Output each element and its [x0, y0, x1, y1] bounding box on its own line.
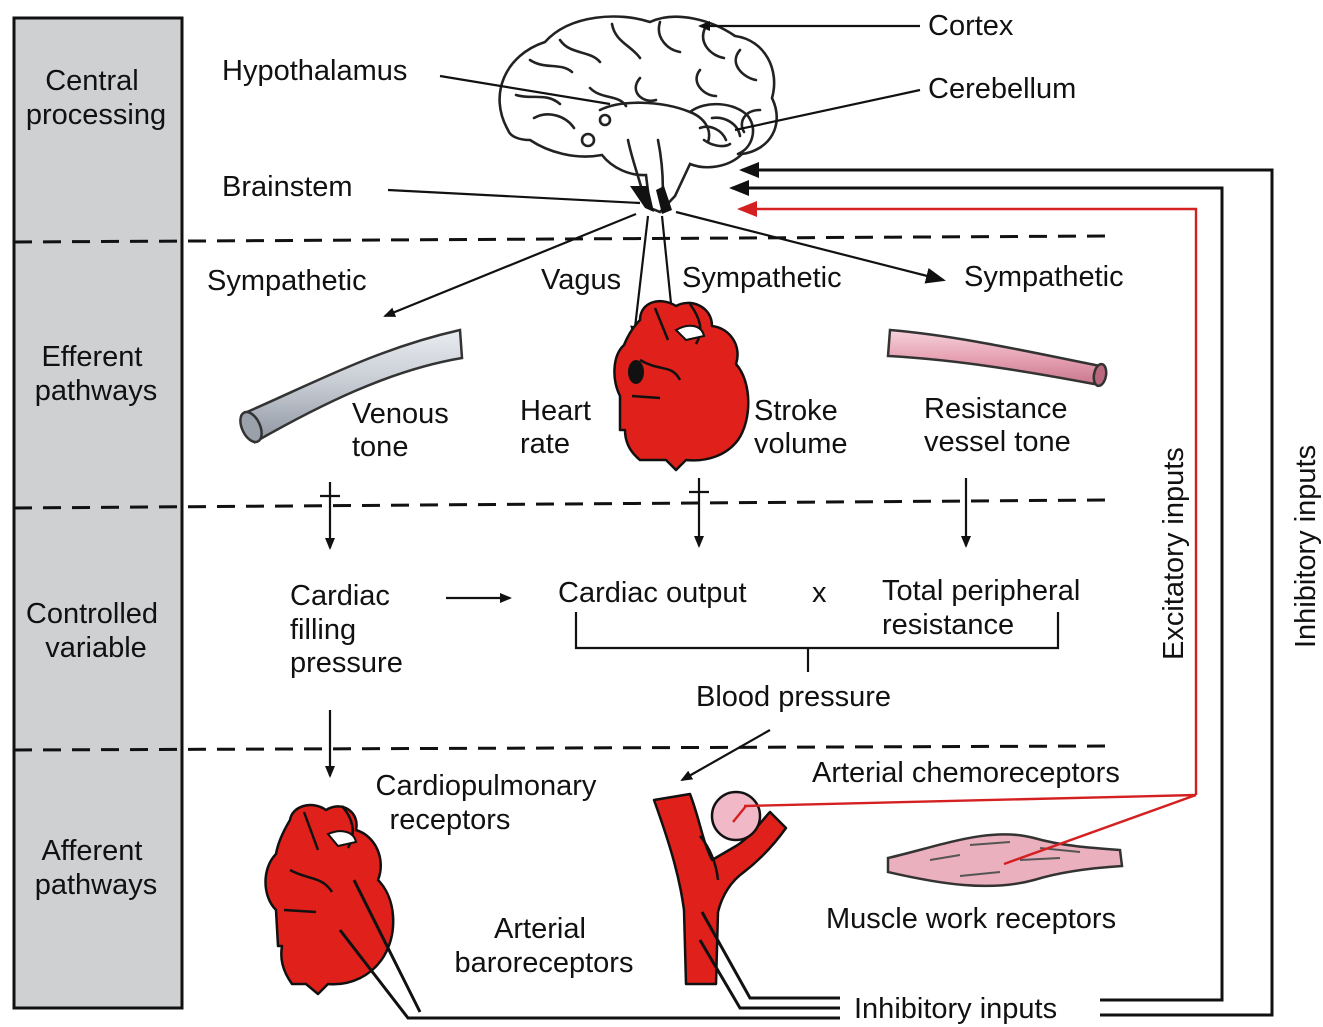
heart-illustration-efferent	[614, 301, 748, 470]
sidebar: Central processing Efferent pathways Con…	[14, 18, 182, 1008]
inhibitory-from-baroreceptors	[702, 912, 840, 998]
label-cerebellum: Cerebellum	[928, 73, 1076, 105]
label-times: x	[812, 577, 827, 609]
label-resistance-vessel-tone: Resistance vessel tone	[924, 393, 1076, 458]
label-sympathetic-middle: Sympathetic	[682, 262, 842, 294]
label-cardiac-output: Cardiac output	[558, 577, 747, 609]
label-venous-tone: Venous tone	[352, 398, 457, 463]
label-inhibitory-inputs: Inhibitory inputs	[1290, 445, 1322, 648]
muscle-illustration	[888, 834, 1122, 886]
label-inhibitory-inputs-bottom: Inhibitory inputs	[854, 993, 1057, 1025]
chemoreceptor-body	[712, 792, 760, 840]
label-vagus: Vagus	[541, 264, 621, 296]
label-excitatory-inputs: Excitatory inputs	[1158, 447, 1190, 660]
pointer-hypothalamus	[440, 76, 610, 104]
label-arterial-baroreceptors: Arterial baroreceptors	[455, 913, 634, 979]
pointer-brainstem	[388, 190, 640, 203]
brain-illustration	[500, 17, 777, 214]
label-brainstem: Brainstem	[222, 171, 353, 203]
label-muscle-work-receptors: Muscle work receptors	[826, 903, 1116, 935]
arrow-bp-to-baroreceptors	[682, 730, 770, 780]
label-stroke-volume: Stroke volume	[754, 395, 848, 460]
label-blood-pressure: Blood pressure	[696, 681, 891, 713]
label-cardiac-filling-pressure: Cardiac filling pressure	[290, 580, 403, 679]
label-heart-rate: Heart rate	[520, 395, 599, 460]
label-cortex: Cortex	[928, 10, 1014, 42]
label-arterial-chemoreceptors: Arterial chemoreceptors	[812, 757, 1120, 789]
label-hypothalamus: Hypothalamus	[222, 55, 407, 87]
excitatory-from-chemoreceptor	[744, 795, 1196, 806]
pointer-cerebellum	[735, 90, 920, 130]
heart-illustration-afferent	[266, 805, 394, 994]
label-sympathetic-right: Sympathetic	[964, 261, 1124, 293]
artery-illustration	[888, 330, 1108, 387]
label-sympathetic-left: Sympathetic	[207, 265, 367, 297]
label-cardiopulmonary-receptors: Cardiopulmonary receptors	[376, 770, 605, 836]
